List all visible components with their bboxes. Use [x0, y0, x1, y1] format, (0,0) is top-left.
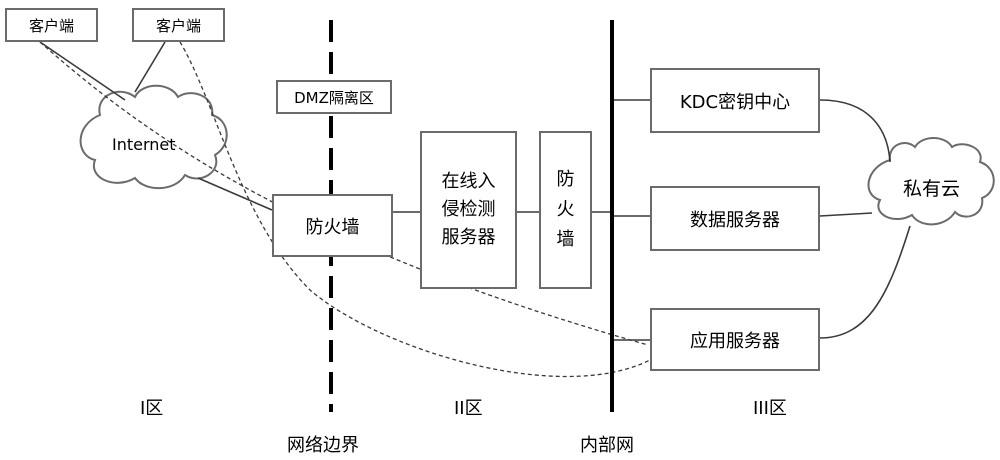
- connector-app-cloud: [819, 225, 911, 339]
- firewall-inner-line-1: 防: [556, 169, 575, 190]
- ids-label-line-3: 服务器: [441, 227, 496, 248]
- private-cloud-shape: [867, 137, 995, 226]
- data-server-label: 数据服务器: [690, 209, 780, 231]
- connector-internet-firewall: [197, 177, 273, 211]
- client-label-1: 客户端: [28, 16, 74, 35]
- firewall-inner-line-2: 火: [556, 199, 575, 220]
- firewall-inner-box: 防 火 墙: [539, 131, 592, 289]
- app-server-box: 应用服务器: [650, 308, 820, 371]
- firewall-outer-label: 防火墙: [305, 216, 360, 238]
- dashed-channel-client1-app: [39, 41, 649, 346]
- data-server-box: 数据服务器: [650, 186, 820, 251]
- firewall-inner-line-3: 墙: [556, 229, 575, 250]
- private-cloud-label: 私有云: [903, 178, 961, 200]
- internet-cloud-shape: [79, 84, 228, 190]
- ids-label-line-2: 侵检测: [441, 199, 496, 220]
- zone-label-1: I区: [140, 398, 164, 419]
- connector-data-cloud: [819, 212, 873, 217]
- kdc-box: KDC密钥中心: [650, 68, 820, 133]
- dmz-label: DMZ隔离区: [294, 88, 374, 107]
- client-box-1: 客户端: [5, 8, 98, 42]
- internet-label: Internet: [112, 135, 176, 154]
- firewall-outer-box: 防火墙: [272, 194, 393, 257]
- connector-client1-internet: [39, 41, 126, 101]
- internal-network-label: 内部网: [580, 435, 634, 456]
- client-label-2: 客户端: [155, 16, 201, 35]
- ids-label-line-1: 在线入: [441, 171, 496, 192]
- connector-kdc-cloud: [819, 99, 891, 163]
- app-server-label: 应用服务器: [690, 330, 780, 352]
- zone-label-2: II区: [454, 398, 483, 419]
- ids-server-box: 在线入 侵检测 服务器: [420, 131, 517, 289]
- zone-label-3: III区: [753, 398, 787, 419]
- client-box-2: 客户端: [132, 8, 225, 42]
- kdc-label: KDC密钥中心: [679, 91, 791, 113]
- dashed-channel-client2-app: [179, 41, 651, 378]
- connector-client2-internet: [134, 41, 166, 93]
- dmz-box: DMZ隔离区: [276, 80, 392, 114]
- network-boundary-label: 网络边界: [287, 435, 359, 456]
